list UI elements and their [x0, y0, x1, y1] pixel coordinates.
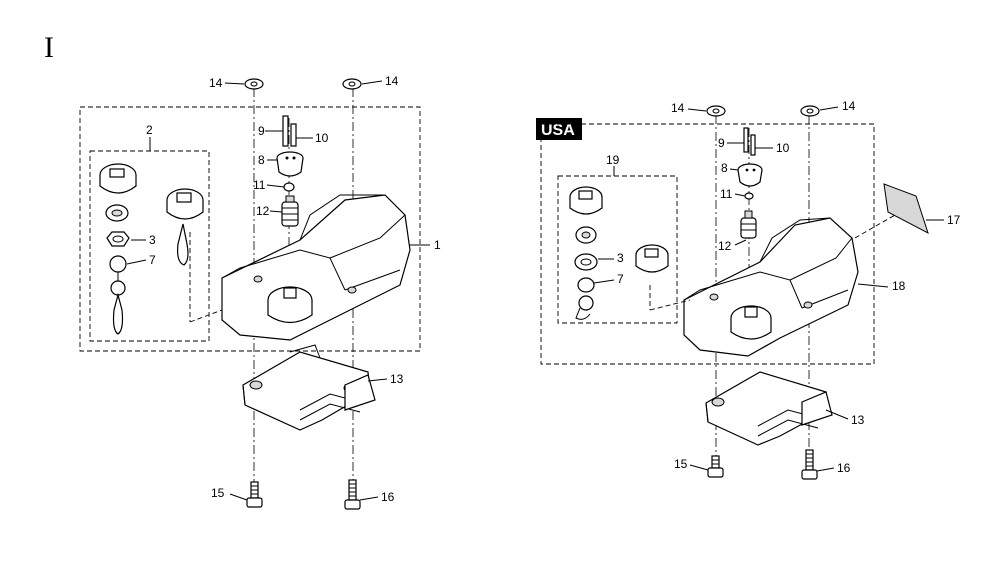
washer-14-right-b [800, 105, 820, 117]
callout-9-right: 9 [718, 136, 725, 150]
callout-19-right: 19 [606, 153, 620, 167]
fuel-cap-right [569, 186, 603, 215]
filter-12-left [281, 195, 299, 227]
section-label: I [44, 31, 54, 64]
ring-11-right [744, 192, 754, 200]
washer-14-left-b [342, 78, 362, 90]
callout-14-left-b: 14 [385, 74, 399, 88]
callout-14-left-a: 14 [209, 76, 223, 90]
usa-badge [536, 118, 582, 140]
cap-gasket-right [575, 226, 597, 244]
retainer-7-right [575, 277, 595, 320]
left-ref-line [189, 309, 223, 323]
filter-12-right [740, 210, 757, 239]
callout-12-left: 12 [256, 204, 270, 218]
washer-14-left-a [244, 78, 264, 90]
callout-10-right: 10 [776, 141, 790, 155]
pickup-tube-9-10-right [743, 127, 756, 156]
bolt-15-left [246, 481, 263, 508]
washer-14-right-a [706, 105, 726, 117]
mount-bracket-13-left [242, 344, 376, 431]
fuel-cap-tethered-left [166, 188, 204, 266]
callout-3-left: 3 [149, 233, 156, 247]
washer-hole [806, 108, 814, 114]
callout-16-right: 16 [837, 461, 851, 475]
seal-3-left [106, 231, 130, 247]
callout-10-left: 10 [315, 131, 329, 145]
callout-16-left: 16 [381, 490, 395, 504]
callout-13-right: 13 [851, 413, 865, 427]
decal-ref-line [854, 214, 896, 239]
grommet-8-right [737, 163, 763, 187]
fuel-cap-left [99, 163, 137, 194]
callout-8-right: 8 [721, 161, 728, 175]
bolt-16-left [344, 479, 361, 510]
pickup-tube-9-10-left [282, 115, 297, 147]
callout-7-right: 7 [617, 272, 624, 286]
grommet-8-left [276, 151, 304, 177]
callout-1-left: 1 [434, 238, 441, 252]
fuel-cap-alt-right [635, 244, 669, 273]
decal-17 [883, 183, 929, 235]
right-cap-kit-box [557, 175, 678, 324]
callout-12-right: 12 [718, 239, 732, 253]
bolt-16-right [801, 449, 818, 480]
right-assembly-box [540, 123, 875, 365]
right-ref-line [649, 299, 691, 311]
left-leaders [126, 80, 430, 501]
right-assembly-usa: USA [536, 99, 961, 480]
callout-9-left: 9 [258, 124, 265, 138]
callout-15-left: 15 [211, 486, 225, 500]
ring-11-left [283, 182, 295, 192]
washer-hole [348, 81, 356, 87]
callout-14-right-b: 14 [842, 99, 856, 113]
bolt-15-right [707, 455, 724, 478]
callout-8-left: 8 [258, 153, 265, 167]
callout-2-left: 2 [146, 123, 153, 137]
left-assembly: 14 14 2 3 7 8 9 10 11 12 1 13 15 16 [79, 74, 441, 510]
washer-hole [712, 108, 720, 114]
callout-17-right: 17 [947, 213, 961, 227]
retainer-7-left [109, 255, 127, 335]
mount-bracket-13-right [705, 371, 833, 446]
callout-7-left: 7 [149, 253, 156, 267]
seal-3-right [574, 253, 598, 271]
callout-11-left: 11 [253, 178, 266, 192]
callout-18-right: 18 [892, 279, 906, 293]
fuel-tank-right [683, 217, 859, 357]
cap-gasket-left [105, 204, 129, 222]
left-assembly-box [79, 106, 421, 352]
callout-14-right-a: 14 [671, 101, 685, 115]
right-leaders [593, 106, 944, 472]
callout-3-right: 3 [617, 251, 624, 265]
washer-hole [250, 81, 258, 87]
callout-15-right: 15 [674, 457, 688, 471]
fuel-tank-left [221, 194, 411, 341]
callout-11-right: 11 [720, 187, 733, 201]
usa-badge-label: USA [541, 122, 575, 139]
callout-13-left: 13 [390, 372, 404, 386]
